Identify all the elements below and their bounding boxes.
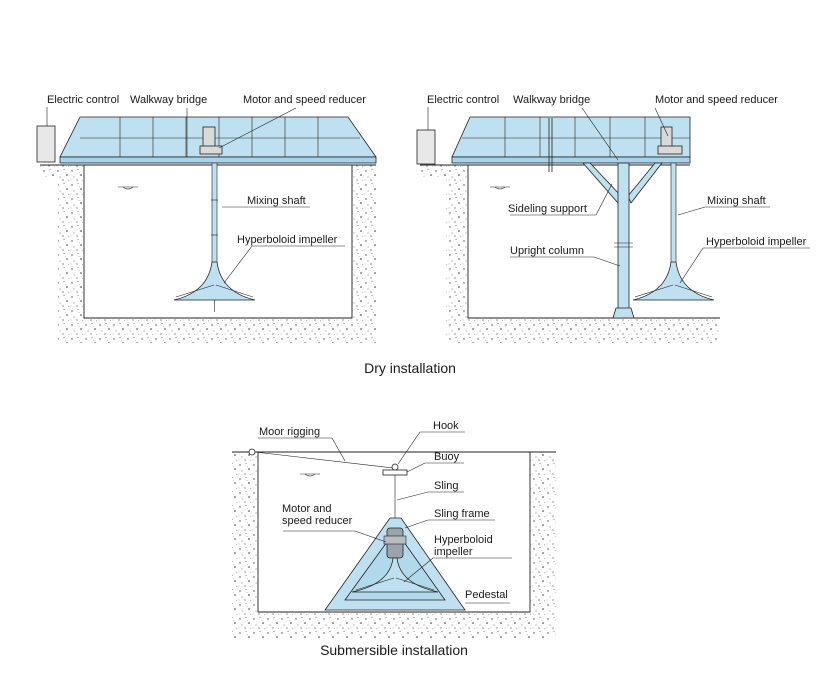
mixing-shaft [211,162,218,264]
label-walkway-bridge-right: Walkway bridge [513,94,590,106]
label-mixing-shaft-right: Mixing shaft [707,195,766,207]
label-electric-control: Electric control [47,94,119,106]
label-hook: Hook [433,420,459,432]
label-motor-reducer: Motor and speed reducer [243,94,366,106]
label-sling-frame: Sling frame [434,508,490,520]
motor-reducer [199,126,223,155]
upright-column [612,162,635,319]
label-motor-line1: Motor and [282,503,332,515]
walkway-bridge-right [451,116,691,172]
moor-rigging [248,448,394,469]
mixing-shaft-right [670,162,677,264]
label-moor-rigging: Moor rigging [259,426,320,438]
label-impeller-line1: Hyperboloid [434,534,493,546]
dry-left-assembly [36,116,377,343]
label-motor-reducer-right: Motor and speed reducer [655,94,778,106]
buoy [382,469,408,476]
label-impeller: Hyperboloid impeller [237,234,338,246]
dry-right-assembly [416,116,720,343]
caption-submersible-installation: Submersible installation [320,642,468,658]
label-sling: Sling [434,480,458,492]
hook [391,463,399,471]
label-upright-column: Upright column [510,245,584,257]
submersible-tank [232,451,556,638]
label-electric-control-right: Electric control [427,94,499,106]
submersible-motor [383,527,407,559]
electric-control-cabinet [36,125,56,163]
label-motor-line2: speed reducer [282,515,353,527]
label-walkway-bridge: Walkway bridge [130,94,207,106]
hyperboloid-impeller [173,261,256,301]
walkway-bridge [59,116,377,164]
electric-control-cabinet-right [416,129,436,165]
label-impeller-line2: impeller [434,546,473,558]
hyperboloid-impeller-right [632,261,715,301]
label-buoy: Buoy [434,451,460,463]
motor-reducer-right [657,126,683,155]
label-mixing-shaft: Mixing shaft [247,195,306,207]
submersible-impeller [351,557,439,593]
label-pedestal: Pedestal [465,589,508,601]
caption-dry-installation: Dry installation [364,360,456,376]
submersible-assembly [232,448,556,638]
dry-right-tank [420,164,720,343]
dry-left-tank [40,164,376,343]
label-impeller-right: Hyperboloid impeller [706,236,807,248]
label-sideling-support: Sideling support [508,203,587,215]
